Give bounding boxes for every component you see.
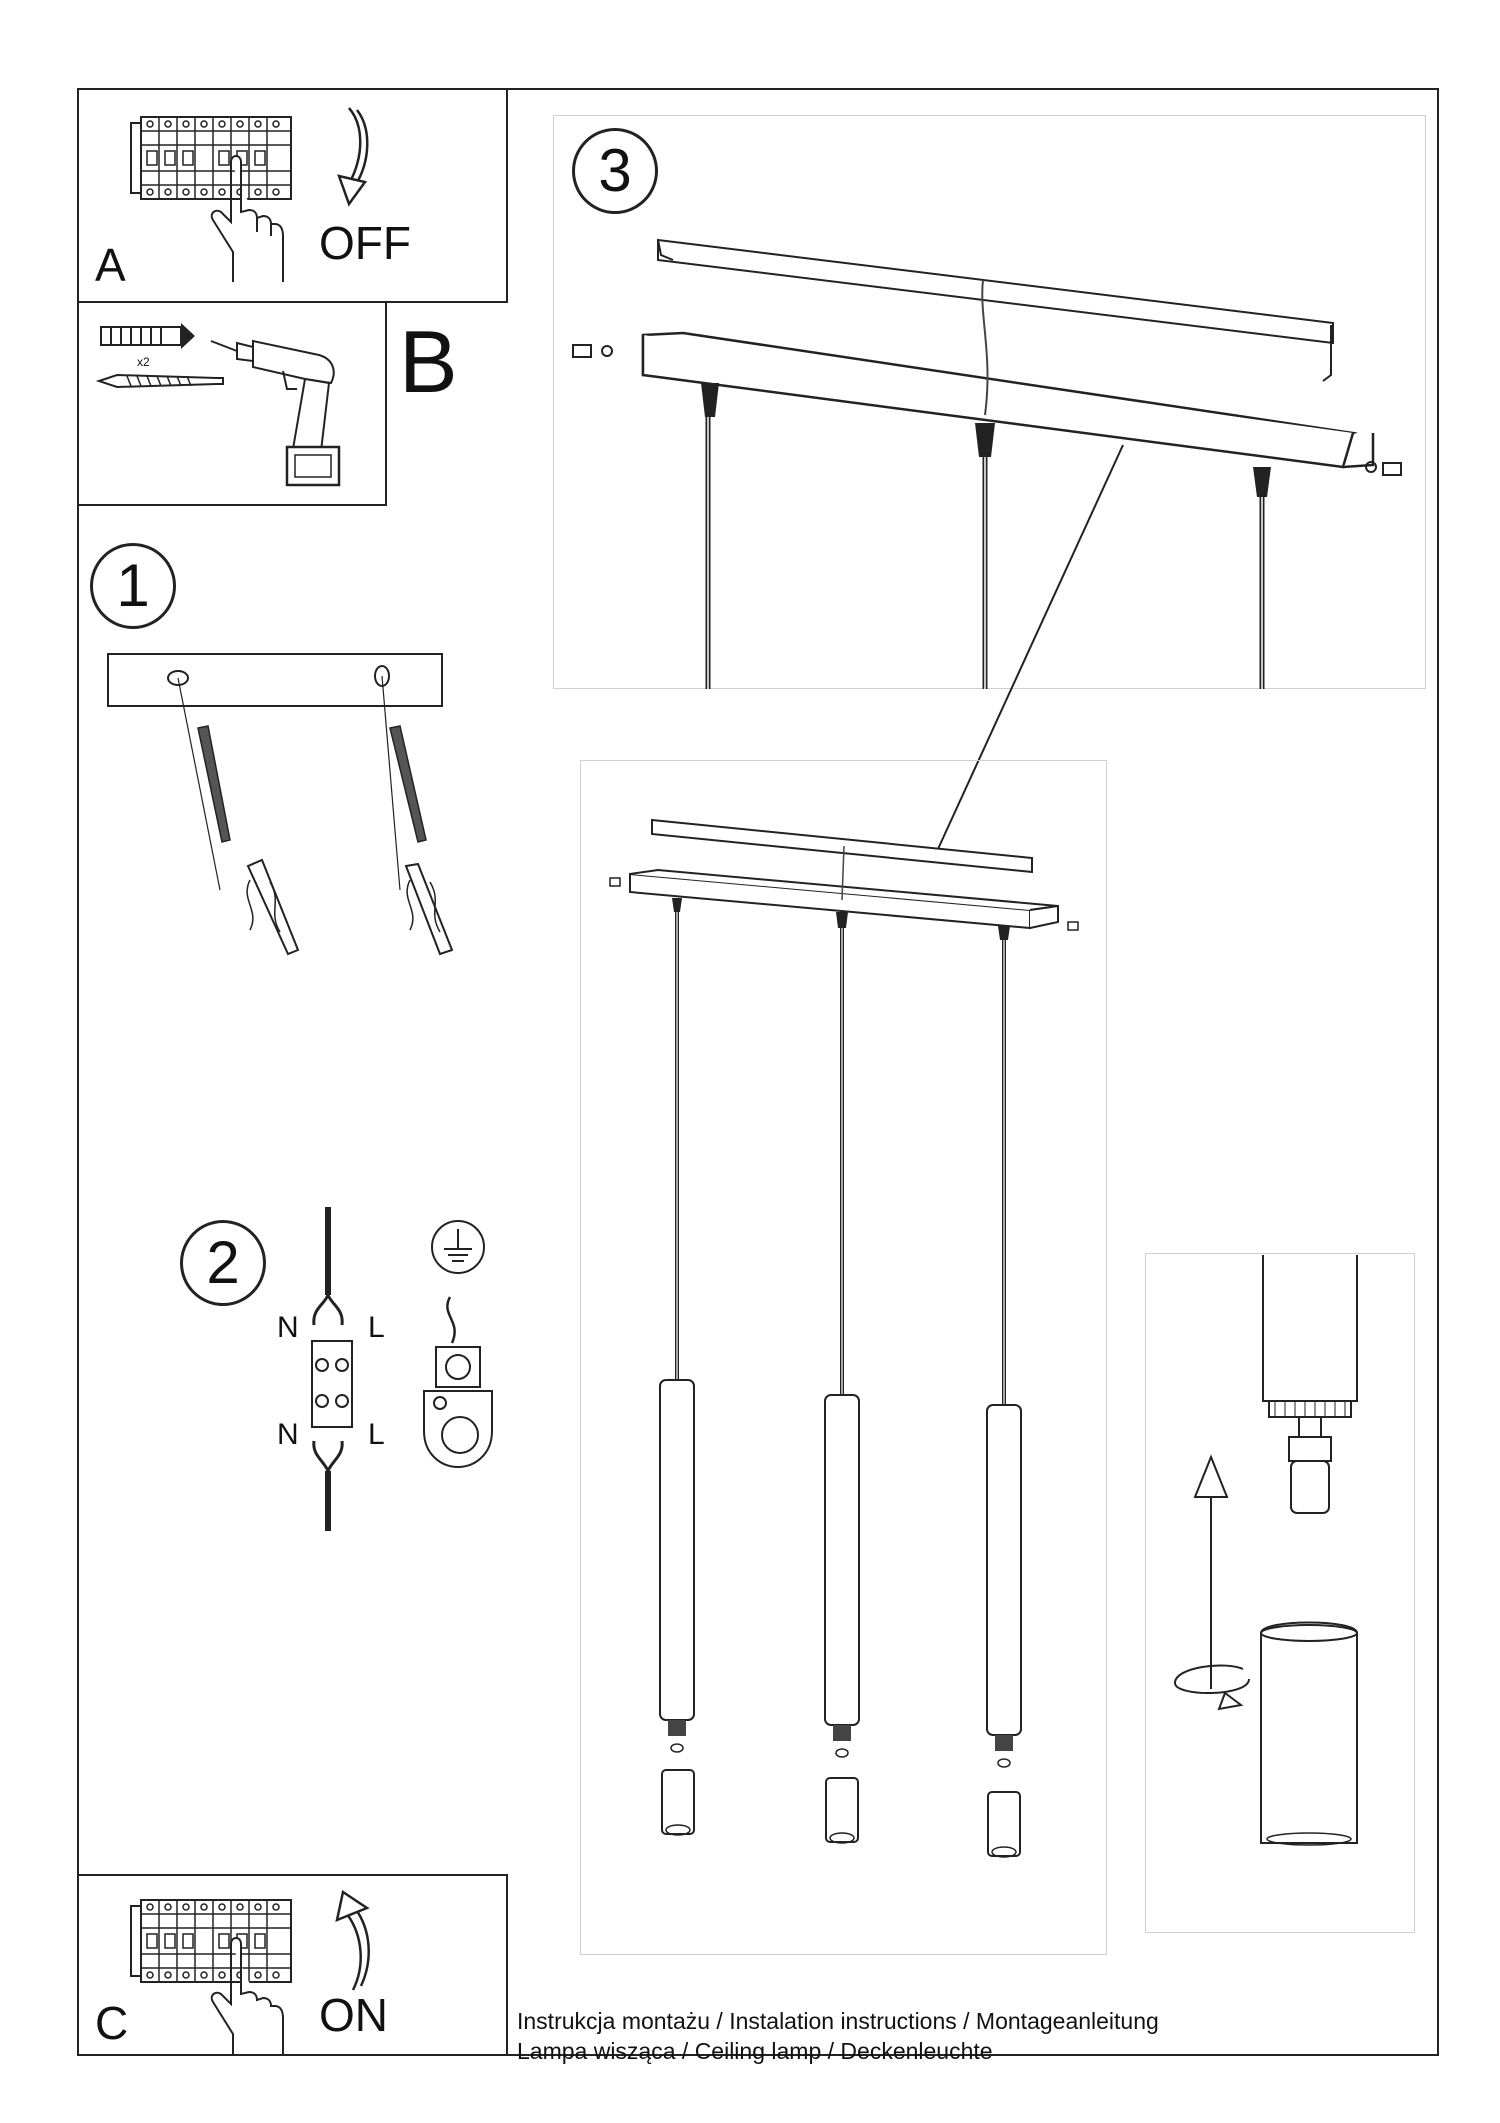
on-label: ON: [319, 1989, 388, 2041]
wire-label-l-bottom: L: [368, 1418, 385, 1451]
screw-icon: [1365, 461, 1402, 476]
screw-icon: [609, 877, 621, 887]
panel-b: x2 B: [77, 301, 458, 506]
screw-icon: [95, 373, 224, 389]
bulb-replacement-detail: [1173, 1255, 1358, 1846]
wall-plug-icon: [404, 862, 454, 956]
step-2-wiring-illustration: [311, 1207, 493, 1531]
arrow-down-icon: [337, 107, 369, 207]
wire-label-n-top: N: [277, 1311, 299, 1344]
step-3-number: 3: [572, 128, 658, 214]
footer-line-2: Lampa wisząca / Ceiling lamp / Deckenleu…: [517, 2038, 993, 2064]
screw-icon: [389, 725, 427, 843]
panel-a-letter: A: [95, 239, 126, 291]
off-label: OFF: [319, 217, 411, 269]
panel-b-letter: B: [399, 312, 458, 411]
drill-icon: [210, 339, 341, 487]
hand-icon: [210, 1937, 284, 2054]
screw-icon: [1067, 921, 1079, 931]
step-3-panel: [553, 115, 1426, 689]
panel-a: OFF A: [77, 88, 508, 303]
step-3-canopy-detail: [572, 238, 1402, 850]
footer-line-1: Instrukcja montażu / Instalation instruc…: [517, 2008, 1159, 2034]
step-1-number: 1: [90, 543, 176, 629]
circuit-breaker-icon: [130, 1899, 292, 1983]
bulb-detail-panel: [1145, 1253, 1415, 1933]
wire-label-n-bottom: N: [277, 1418, 299, 1451]
step-1-ceiling-mount-illustration: [107, 653, 454, 956]
ground-symbol-icon: [431, 1220, 485, 1274]
arrow-up-icon: [1193, 1454, 1229, 1689]
footer: Instrukcja montażu / Instalation instruc…: [517, 2006, 1159, 2066]
rotate-arrow-icon: [1173, 1664, 1250, 1711]
lamp-assembly-panel: [580, 760, 1107, 1955]
anchor-quantity: x2: [137, 355, 150, 369]
hand-icon: [210, 155, 284, 282]
wire-label-l-top: L: [368, 1311, 385, 1344]
panel-c: ON C: [77, 1874, 508, 2056]
step-2-number: 2: [180, 1220, 266, 1306]
screw-icon: [572, 344, 613, 358]
arrow-up-icon: [335, 1889, 370, 1991]
screw-icon: [197, 725, 231, 843]
instruction-sheet-frame: [77, 88, 1439, 2056]
wall-plug-icon: [100, 323, 195, 349]
pendant-lamp-assembly-illustration: [609, 818, 1079, 1858]
panel-c-letter: C: [95, 1997, 129, 2049]
wall-plug-icon: [246, 858, 300, 956]
